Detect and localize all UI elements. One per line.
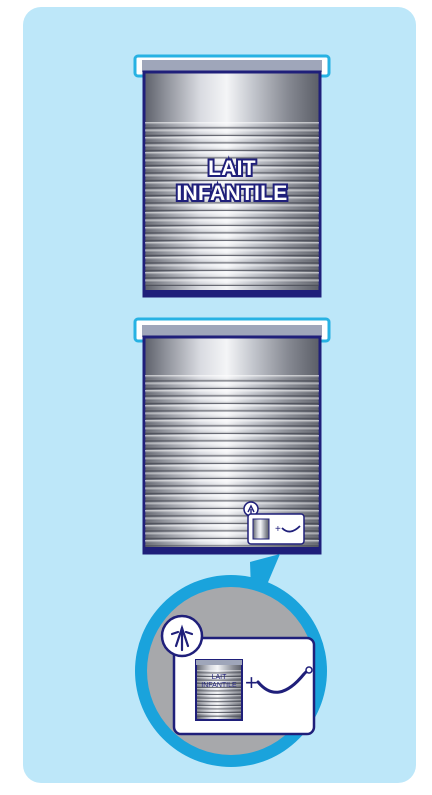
can-rib: [145, 398, 319, 404]
can-rib: [145, 390, 319, 396]
small-can-icon: [253, 519, 269, 539]
can-rib: [145, 405, 319, 411]
can-rib: [145, 458, 319, 464]
can-rib: [145, 435, 319, 441]
can-rib: [145, 137, 319, 143]
can-rib: [145, 265, 319, 271]
can-rib: [197, 692, 241, 695]
can-rib: [197, 710, 241, 713]
can-rib: [145, 488, 319, 494]
can-rib: [145, 272, 319, 278]
can-rib: [145, 280, 319, 286]
top-can-label-line1: LAIT: [132, 156, 332, 181]
top-can-label-line2: INFANTILE: [132, 181, 332, 206]
can-rib: [145, 450, 319, 456]
can-rib: [197, 713, 241, 716]
can-rib: [145, 375, 319, 381]
can-rib: [197, 706, 241, 709]
can-rib: [145, 212, 319, 218]
top-can-base: [144, 290, 320, 296]
svg-text:+: +: [275, 524, 281, 535]
can-rib: [145, 130, 319, 136]
zoomed-can-label: LAIT INFANTILE: [196, 674, 242, 690]
top-can-lid: [142, 60, 322, 72]
can-rib: [145, 383, 319, 389]
bottom-can-lid: [142, 325, 322, 337]
can-rib: [145, 480, 319, 486]
can-rib: [145, 227, 319, 233]
zoomed-can-label-line2: INFANTILE: [196, 682, 242, 690]
can-rib: [197, 702, 241, 705]
can-rib: [197, 695, 241, 698]
can-rib: [145, 420, 319, 426]
can-rib: [145, 250, 319, 256]
plus-sign: +: [245, 670, 258, 696]
can-rib: [197, 670, 241, 673]
can-rib: [145, 242, 319, 248]
can-rib: [197, 699, 241, 702]
can-rib: [145, 257, 319, 263]
can-rib: [145, 428, 319, 434]
can-rib: [145, 220, 319, 226]
can-rib: [145, 465, 319, 471]
top-can-label: LAIT INFANTILE: [132, 156, 332, 206]
can-rib: [145, 235, 319, 241]
can-rib: [145, 413, 319, 419]
can-rib: [145, 473, 319, 479]
can-rib: [145, 122, 319, 128]
zoomed-can-label-line1: LAIT: [196, 674, 242, 682]
can-rib: [145, 145, 319, 151]
can-rib: [145, 443, 319, 449]
